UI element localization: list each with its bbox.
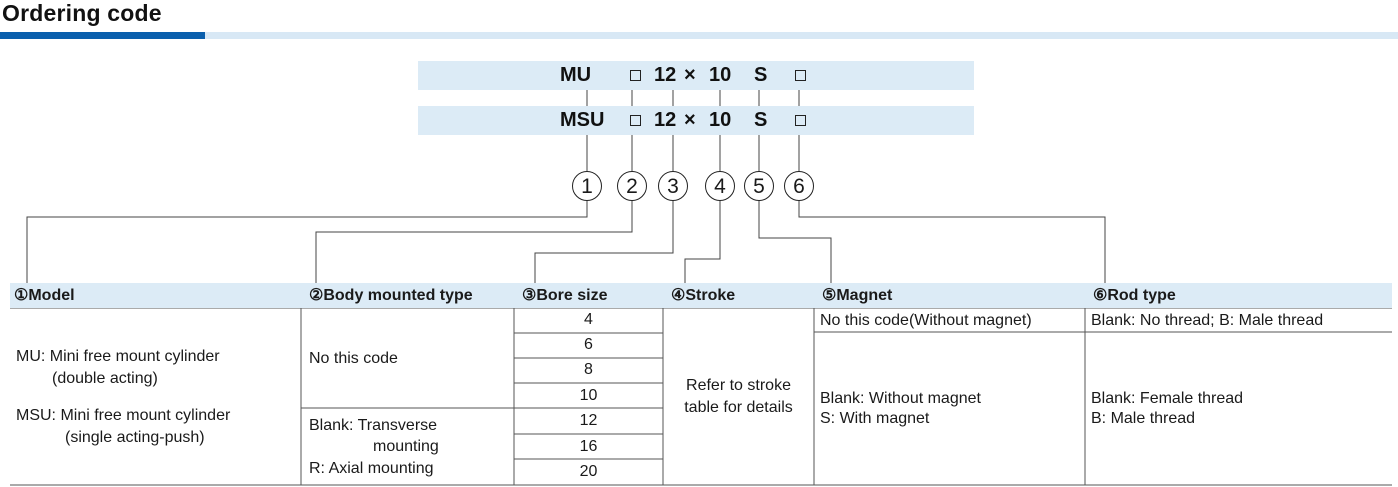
- stroke-text: Refer to stroke: [686, 377, 791, 394]
- body-no-code: No this code: [309, 350, 398, 367]
- model-msu-text: MSU: Mini free mount cylinder: [16, 407, 231, 424]
- model-mu-text: MU: Mini free mount cylinder: [16, 348, 220, 365]
- marker-6: 6: [784, 171, 814, 201]
- bore-size-cell: 6: [584, 336, 593, 353]
- rod-blank: Blank: Female thread: [1091, 390, 1244, 407]
- header-model: ①Model: [14, 287, 75, 304]
- code-magnet: S: [754, 64, 768, 86]
- ordering-code-msu: MSU 12 × 10 S: [418, 106, 974, 135]
- header-body-mounted-type: ②Body mounted type: [309, 287, 473, 304]
- header-rod-type: ⑥Rod type: [1093, 287, 1176, 304]
- code-bore: 12: [654, 64, 677, 86]
- magnet-s: S: With magnet: [820, 410, 930, 427]
- code-placeholder-box: [795, 70, 806, 81]
- bore-size-cell: 10: [579, 387, 598, 404]
- magnet-no-code: No this code(Without magnet): [820, 312, 1032, 329]
- code-placeholder-box: [630, 115, 641, 126]
- code-stroke: 10: [709, 109, 732, 131]
- code-placeholder-box: [795, 115, 806, 126]
- bore-size-cell: 20: [579, 463, 598, 480]
- marker-4: 4: [705, 171, 735, 201]
- bore-size-cell: 4: [584, 311, 593, 328]
- code-magnet: S: [754, 109, 768, 131]
- body-axial: R: Axial mounting: [309, 460, 434, 477]
- ordering-code-mu: MU 12 × 10 S: [418, 61, 974, 90]
- marker-3: 3: [658, 171, 688, 201]
- code-bore: 12: [654, 109, 677, 131]
- bore-size-cell: 12: [579, 412, 598, 429]
- header-magnet: ⑤Magnet: [822, 287, 893, 304]
- marker-5: 5: [744, 171, 774, 201]
- code-placeholder-box: [630, 70, 641, 81]
- code-times: ×: [684, 109, 696, 131]
- page-title: Ordering code: [2, 0, 162, 26]
- marker-2: 2: [617, 171, 647, 201]
- header-stroke: ④Stroke: [671, 287, 736, 304]
- code-prefix: MSU: [560, 109, 605, 131]
- table-header-row: [10, 283, 1392, 308]
- model-msu-text-2: (single acting-push): [65, 429, 205, 446]
- rod-b: B: Male thread: [1091, 410, 1196, 427]
- code-times: ×: [684, 64, 696, 86]
- bore-size-cell: 16: [579, 438, 598, 455]
- title-underline-accent: [0, 32, 205, 39]
- marker-1: 1: [572, 171, 602, 201]
- magnet-blank: Blank: Without magnet: [820, 390, 981, 407]
- model-mu-text-2: (double acting): [52, 370, 158, 387]
- code-stroke: 10: [709, 64, 732, 86]
- body-blank-transverse: Blank: Transverse: [309, 417, 438, 434]
- rod-row1: Blank: No thread; B: Male thread: [1091, 312, 1324, 329]
- title-underline: [205, 32, 1398, 39]
- stroke-text-2: table for details: [684, 399, 793, 416]
- code-prefix: MU: [560, 64, 592, 86]
- body-blank-transverse-2: mounting: [373, 438, 439, 455]
- bore-size-cell: 8: [584, 361, 593, 378]
- header-bore-size: ③Bore size: [522, 287, 608, 304]
